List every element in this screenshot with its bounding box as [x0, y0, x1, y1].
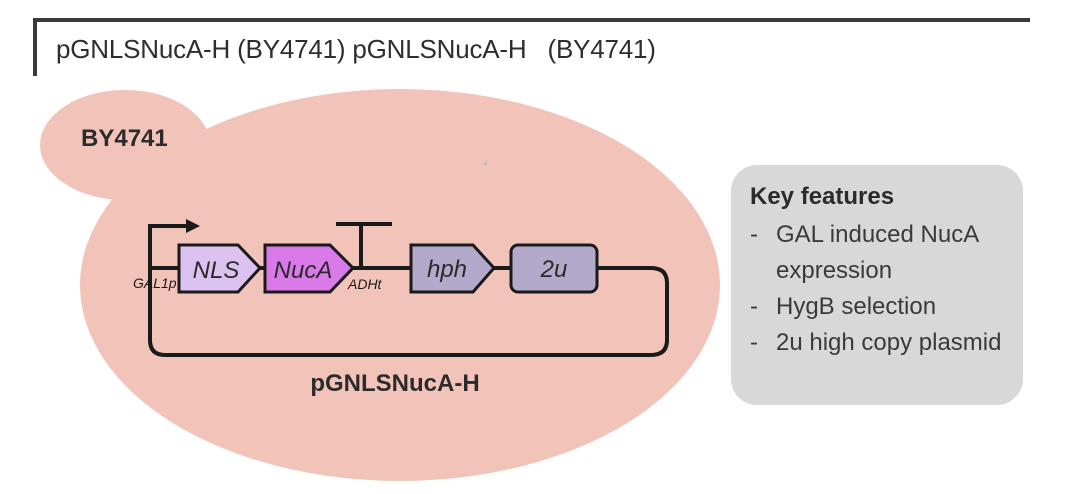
key-feature-item: - 2u high copy plasmid — [750, 325, 1006, 361]
speck — [484, 162, 487, 165]
bullet-dash-icon: - — [750, 293, 758, 320]
key-features-box: Key features - GAL induced NucA expressi… — [731, 165, 1023, 405]
nuca-label: NucA — [274, 257, 333, 284]
bullet-dash-icon: - — [750, 221, 758, 248]
page-title: pGNLSNucA-H (BY4741) pGNLSNucA-H (BY4741… — [56, 34, 656, 64]
key-features-list: - GAL induced NucA expression - HygB sel… — [750, 217, 1006, 361]
bullet-dash-icon: - — [750, 329, 758, 356]
terminator-label: ADHt — [347, 276, 383, 292]
key-feature-item: - HygB selection — [750, 289, 1006, 325]
promoter-arrow-icon — [148, 219, 200, 268]
terminator-icon — [336, 222, 392, 268]
nls-gene — [177, 243, 263, 294]
hph-gene — [409, 243, 497, 294]
origin-label: 2u — [540, 256, 568, 283]
key-feature-item: - GAL induced NucA expression — [750, 217, 1006, 289]
hph-label: hph — [427, 256, 467, 283]
plasmid-backbone — [148, 266, 669, 357]
origin-2u — [509, 243, 599, 294]
key-features-title: Key features — [750, 183, 895, 210]
cell-shape — [40, 89, 720, 481]
promoter-label: GAL1p — [133, 275, 177, 291]
nls-label: NLS — [193, 257, 240, 284]
cell-label: BY4741 — [81, 125, 168, 152]
header-rule — [33, 18, 1030, 22]
plasmid-name: pGNLSNucA-H — [310, 370, 480, 397]
nuca-gene — [263, 243, 356, 294]
cell-body — [80, 89, 720, 481]
header-side-rule — [33, 18, 37, 76]
